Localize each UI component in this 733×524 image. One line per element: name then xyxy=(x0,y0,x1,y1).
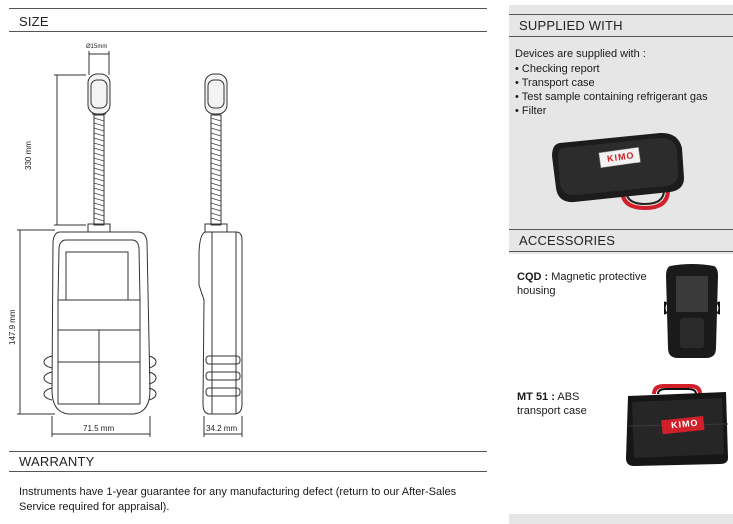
warranty-section-title: WARRANTY xyxy=(19,454,95,469)
accessory-desc: ABS transport case xyxy=(517,391,587,417)
size-section-title: SIZE xyxy=(19,14,49,29)
warranty-text: Instruments have 1-year guarantee for an… xyxy=(19,486,457,513)
warranty-bottom-rule xyxy=(9,471,487,472)
supplied-top-rule xyxy=(509,14,733,15)
dim-probe-length: 330 mm xyxy=(24,141,33,170)
supplied-bottom-rule xyxy=(509,36,733,37)
accessories-section-title: ACCESSORIES xyxy=(519,233,616,248)
dim-body-width: 71.5 mm xyxy=(83,424,115,433)
supplied-intro: Devices are supplied with : xyxy=(515,48,646,60)
accessory-mt51: MT 51 : ABS transport case xyxy=(517,390,617,418)
dim-tip-diameter: Ø15mm xyxy=(86,44,108,50)
warranty-top-rule xyxy=(9,451,487,452)
accessory-code: MT 51 : xyxy=(517,391,555,403)
size-top-rule xyxy=(9,8,487,9)
dim-body-height: 147.9 mm xyxy=(8,309,17,345)
accessories-bottom-rule xyxy=(509,251,733,252)
accessory-cqd: CQD : Magnetic protective housing xyxy=(517,270,657,298)
list-item: Test sample containing refrigerant gas xyxy=(515,90,708,104)
size-drawing xyxy=(17,51,243,437)
transport-case-image xyxy=(626,384,729,466)
carry-case-image xyxy=(552,132,684,211)
magnetic-housing-image xyxy=(664,264,720,358)
accessory-desc: Magnetic protective housing xyxy=(517,271,647,297)
list-item: Transport case xyxy=(515,76,708,90)
supplied-section-title: SUPPLIED WITH xyxy=(519,18,623,33)
list-item: Filter xyxy=(515,104,708,118)
dim-body-depth: 34.2 mm xyxy=(206,424,238,433)
accessories-top-rule xyxy=(509,229,733,230)
list-item: Checking report xyxy=(515,62,708,76)
accessory-code: CQD : xyxy=(517,271,549,283)
size-bottom-rule xyxy=(9,31,487,32)
supplied-list: Checking report Transport case Test samp… xyxy=(515,62,708,118)
